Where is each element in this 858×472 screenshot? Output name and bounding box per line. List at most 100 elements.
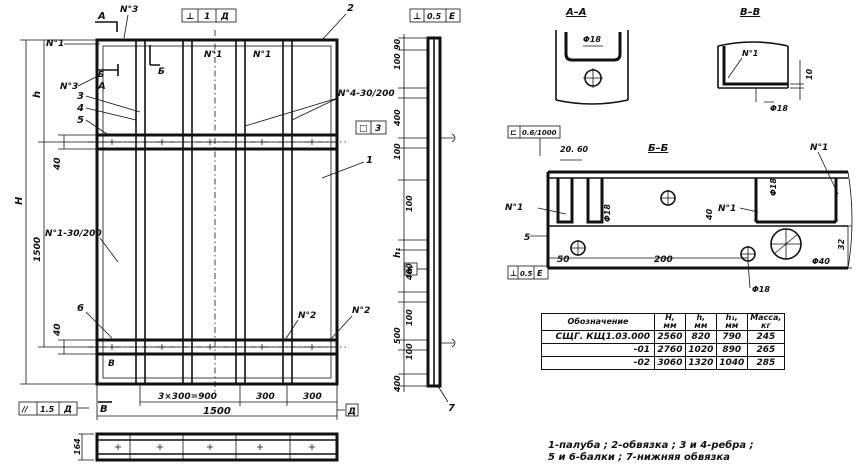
svg-text:0.5: 0.5 — [427, 12, 442, 21]
svg-text:Д: Д — [220, 12, 229, 22]
leader-2: 2 — [347, 3, 354, 14]
svg-text:Д: Д — [63, 405, 72, 415]
section-v-v-dim: Φ18 — [770, 104, 788, 113]
dim-40-top: 40 — [53, 157, 63, 171]
table-cell: 265 — [746, 343, 786, 357]
legend-line-2: 5 и 6-балки ; 7-нижняя обвязка — [548, 452, 731, 463]
table-cell: -01 — [541, 343, 655, 357]
dim-h: h — [32, 91, 43, 98]
table-cell: 2560 — [654, 330, 686, 344]
leader-7: 7 — [448, 403, 455, 414]
section-mark-v-bottom: В — [100, 404, 108, 415]
section-v-v-callout: N°1 — [742, 49, 758, 58]
table-cell: -02 — [541, 356, 655, 370]
leader-4: 4 — [76, 103, 84, 114]
table-header: h,мм — [684, 313, 717, 331]
section-b-b-dim-40: 40 — [705, 208, 714, 221]
section-b-b-title: Б–Б — [648, 143, 669, 154]
rib-1 — [135, 39, 146, 385]
bottom-dimensions: 3×300=900 300 300 1500 — [96, 384, 338, 420]
side-tolerance-top: ⊥ 0.5 Е — [409, 8, 461, 23]
svg-text://: // — [21, 405, 29, 414]
rib-2 — [182, 39, 193, 385]
table-cell: 1020 — [684, 343, 717, 357]
table-cell: 1040 — [715, 356, 748, 370]
legend-line-1: 1-палуба ; 2-обвязка ; 3 и 4-ребра ; — [548, 440, 754, 451]
section-b-b-dim-5: 5 — [524, 233, 530, 243]
table-header: Обозначение — [541, 313, 655, 331]
table-cell: 245 — [746, 330, 786, 344]
dim-40-bottom: 40 — [53, 323, 63, 337]
rib-3 — [235, 39, 246, 385]
table-cell: 890 — [715, 343, 748, 357]
side-dim-6: 400 — [405, 263, 414, 281]
bottom-plan-strip: 164 — [73, 432, 339, 462]
table-cell: 790 — [715, 330, 748, 344]
svg-text:1.5: 1.5 — [40, 405, 55, 414]
vertical-ribs — [135, 39, 293, 385]
side-dim-9: 100 — [405, 343, 414, 360]
section-b-b-phi18-a: Φ18 — [603, 204, 612, 222]
table-cell: 2760 — [654, 343, 686, 357]
section-mark-a-top: А — [97, 11, 106, 22]
section-b-b-callout-n1-left: N°1 — [505, 203, 523, 213]
section-b-b-dim-50: 50 — [557, 255, 570, 265]
svg-text:⊥: ⊥ — [510, 269, 517, 278]
side-dim-4: 100 — [393, 143, 402, 160]
side-dim-3: 400 — [393, 109, 402, 127]
table-cell: СЩГ. КЩ1.03.000 — [541, 330, 655, 344]
svg-text:0.6/1000: 0.6/1000 — [522, 129, 557, 137]
leader-1: 1 — [366, 155, 373, 166]
dim-164: 164 — [73, 438, 82, 455]
callout-n3-left: N°3 — [60, 82, 78, 92]
svg-text:Д: Д — [347, 407, 356, 417]
dim-H: H — [14, 196, 25, 205]
side-dim-2: 100 — [393, 53, 402, 70]
svg-text:1: 1 — [204, 12, 210, 22]
side-dim-5: 100 — [405, 195, 414, 212]
table-header-row: Обозначение H,мм h,мм h₁,мм Масса,кг — [541, 313, 786, 331]
section-b-b-phi40: Φ40 — [812, 257, 830, 266]
front-inner-frame — [102, 45, 332, 379]
side-dim-1: 90 — [393, 38, 402, 50]
side-view: 90 100 400 100 h₁ 100 400 100 500 100 40… — [355, 8, 461, 414]
left-dimensions: H h 1500 40 40 — [14, 39, 100, 385]
dim-spacing: 3×300=900 — [158, 392, 217, 402]
side-datum-e: Е — [404, 262, 428, 276]
specification-table: Обозначение H,мм h,мм h₁,мм Масса,кг СЩГ… — [541, 313, 786, 370]
table-row: -02 3060 1320 1040 285 — [541, 356, 786, 370]
table-row: СЩГ. КЩ1.03.000 2560 820 790 245 — [541, 330, 786, 344]
svg-text:Е: Е — [407, 266, 414, 276]
leader-3: 3 — [77, 91, 84, 102]
section-mark-v-frame: В — [108, 359, 115, 369]
callout-n1-top-left: N°1 — [46, 39, 64, 49]
callout-n2-b: N°2 — [352, 306, 370, 316]
section-b-b: Б–Б ⊏ 0.6/1000 20. 60 N°1 N°1 N°1 Φ18 Φ1 — [505, 125, 853, 294]
section-a-a-dim: Φ18 — [583, 35, 601, 44]
svg-text:Е: Е — [449, 12, 456, 22]
front-view: А А Б Б В В ⊥ 1 Д N°3 2 N°1 N°3 N°1 N°1 … — [14, 3, 395, 462]
svg-text:⊏: ⊏ — [510, 128, 517, 137]
section-v-v: В–В N°1 10 Φ18 — [717, 7, 814, 113]
section-b-b-tolerance: ⊏ 0.6/1000 — [507, 125, 561, 139]
table-row: -01 2760 1020 890 265 — [541, 343, 786, 357]
dim-1500-vertical: 1500 — [33, 237, 43, 262]
table-header: H,мм — [654, 313, 686, 331]
svg-text:Е: Е — [537, 269, 543, 278]
callout-n4-ribs: N°4-30/200 — [338, 89, 395, 99]
section-b-b-callout-n1-mid: N°1 — [718, 204, 736, 214]
side-flatness-box: □ 3 — [355, 120, 387, 135]
dim-300-a: 300 — [256, 392, 275, 402]
section-v-v-title: В–В — [740, 7, 760, 18]
table-header: h₁,мм — [715, 313, 748, 331]
leader-6: 6 — [77, 303, 84, 314]
svg-text:3: 3 — [375, 124, 381, 134]
svg-text:⊥: ⊥ — [413, 12, 421, 22]
callout-n2-a: N°2 — [298, 311, 316, 321]
rib-4 — [282, 39, 293, 385]
callout-n3-top: N°3 — [120, 5, 138, 15]
section-b-b-dim-32: 32 — [837, 238, 846, 250]
side-dim-10: 400 — [393, 375, 402, 393]
section-v-v-dim-10: 10 — [805, 68, 814, 80]
